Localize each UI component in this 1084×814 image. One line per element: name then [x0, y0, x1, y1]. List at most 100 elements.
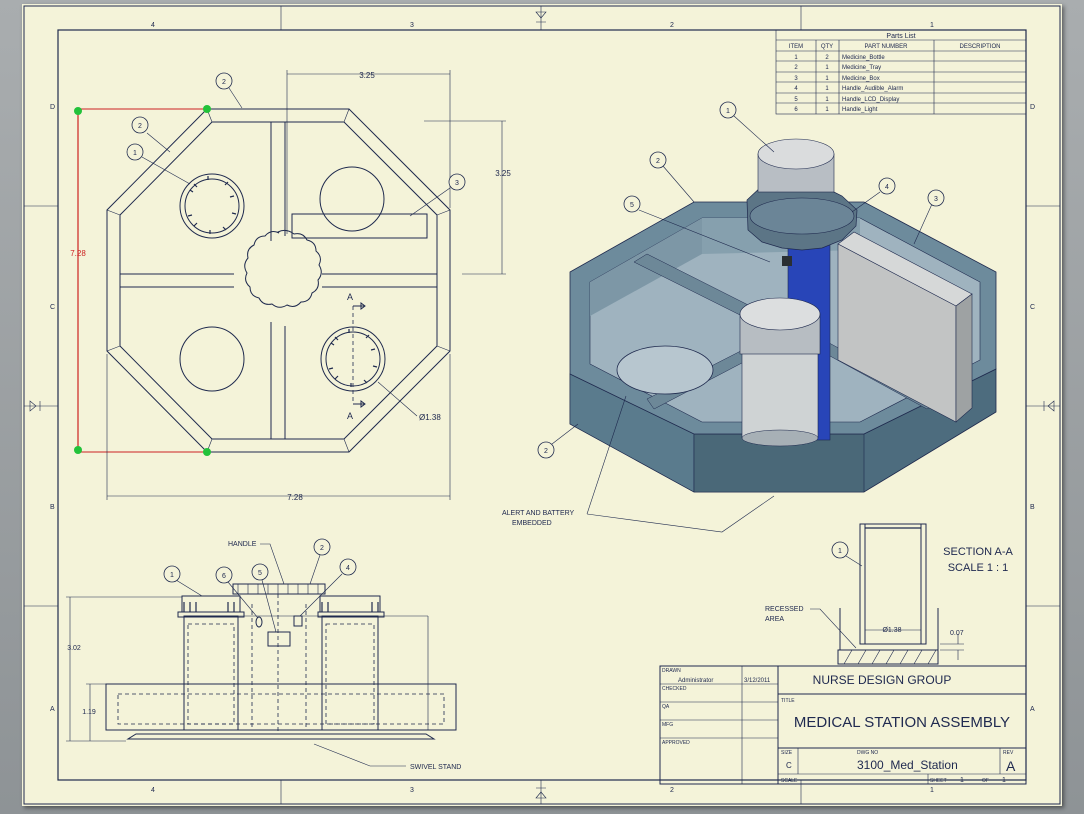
parts-row-2-part: Medicine_Tray	[842, 65, 881, 71]
svg-text:2: 2	[544, 448, 548, 455]
dim-diameter-top: Ø1.38	[419, 413, 441, 422]
balloon-top-2b: 2	[131, 116, 171, 153]
parts-list[interactable]: Parts List ITEM QTY PART NUMBER DESCRIPT…	[775, 29, 1027, 115]
balloon-front-5: 5	[251, 563, 277, 633]
section-recessed-line2: AREA	[765, 616, 784, 623]
zone-labels: 4 3 2 1 4 3 2 1 D C B A D C B A	[50, 22, 1035, 794]
parts-row-4-part: Handle_Audible_Alarm	[842, 86, 903, 92]
section-dim-depth: 0.07	[950, 630, 964, 637]
tb-title-label: TITLE	[781, 698, 795, 704]
parts-row-1-qty: 2	[825, 55, 829, 61]
tb-size: C	[786, 761, 792, 770]
note-alert-line2: EMBEDDED	[512, 520, 552, 527]
zone-row-d: D	[50, 104, 55, 111]
dim-top-325: 3.25	[359, 71, 375, 80]
front-view[interactable]: 3.02 1.19 HANDLE SWIVEL STAND 1 6 5 2	[66, 538, 461, 771]
parts-list-title: Parts List	[886, 33, 915, 40]
section-view[interactable]: SECTION A-A SCALE 1 : 1 Ø1.38 0.07 RECES…	[765, 523, 1013, 665]
parts-row-1-part: Medicine_Bottle	[842, 55, 885, 61]
parts-row-6-qty: 1	[825, 107, 829, 113]
svg-text:6: 6	[222, 573, 226, 580]
dim-base-119: 1.19	[82, 709, 96, 716]
balloon-front-2: 2	[309, 538, 331, 585]
svg-text:5: 5	[258, 570, 262, 577]
svg-text:2: 2	[138, 123, 142, 130]
zone-row-c: C	[50, 304, 55, 311]
grip-point[interactable]	[74, 107, 82, 115]
tb-mfg-label: MFG	[662, 722, 673, 728]
section-marker-top: A	[347, 292, 353, 302]
label-handle: HANDLE	[228, 541, 257, 548]
parts-row-5-item: 5	[794, 97, 798, 103]
note-alert-line1: ALERT AND BATTERY	[502, 510, 575, 517]
balloon-top-2a: 2	[215, 72, 243, 109]
balloon-iso-2a: 2	[649, 151, 695, 203]
svg-text:3: 3	[934, 196, 938, 203]
dim-bottom-728: 7.28	[287, 493, 303, 502]
zone-col-4-top: 4	[151, 22, 155, 29]
tb-rev-label: REV	[1003, 750, 1014, 756]
zone-col-3-top: 3	[410, 22, 414, 29]
tb-checked-label: CHECKED	[662, 686, 687, 692]
parts-row-5-qty: 1	[825, 97, 829, 103]
section-recessed-line1: RECESSED	[765, 606, 804, 613]
parts-list-header-part-number: PART NUMBER	[864, 44, 908, 50]
parts-row-6-part: Handle_Light	[842, 107, 878, 113]
parts-row-5-part: Handle_LCD_Display	[842, 97, 899, 103]
title-block[interactable]: DRAWN Administrator 3/12/2011 CHECKED QA…	[659, 665, 1027, 785]
balloon-iso-5: 5	[623, 195, 771, 263]
tb-company: NURSE DESIGN GROUP	[813, 673, 952, 687]
parts-row-2-item: 2	[794, 65, 798, 71]
svg-text:1: 1	[170, 572, 174, 579]
balloon-front-4: 4	[299, 558, 357, 617]
zone-col-4-bottom: 4	[151, 787, 155, 794]
parts-row-3-qty: 1	[825, 76, 829, 82]
parts-list-header-qty: QTY	[821, 44, 833, 50]
zone-row-a: A	[50, 706, 55, 713]
parts-row-3-item: 3	[794, 76, 798, 82]
top-view[interactable]: A A 3.25 3.25 7.28 7.28 Ø1.38 2	[70, 70, 511, 502]
drawing-sheet[interactable]: 4 3 2 1 4 3 2 1 D C B A D C B A Parts Li…	[22, 4, 1062, 806]
parts-row-2-qty: 1	[825, 65, 829, 71]
parts-row-6-item: 6	[794, 107, 798, 113]
zone-col-1-top: 1	[930, 22, 934, 29]
svg-text:4: 4	[346, 565, 350, 572]
section-marker-bottom: A	[347, 411, 353, 421]
balloon-iso-4: 4	[851, 177, 896, 213]
zone-col-1-bottom: 1	[930, 787, 934, 794]
section-title: SECTION A-A	[943, 546, 1013, 558]
balloon-top-3: 3	[409, 173, 466, 217]
balloon-section-1: 1	[831, 541, 863, 567]
outer-border	[23, 5, 1061, 805]
svg-text:5: 5	[630, 202, 634, 209]
tb-of-label: OF	[982, 778, 989, 784]
zone-ticks	[24, 6, 1060, 804]
zone-row-c-right: C	[1030, 304, 1035, 311]
iso-view[interactable]: 1 2 4 3 5 2 ALERT AND BATTERY	[502, 101, 997, 533]
section-scale: SCALE 1 : 1	[948, 562, 1009, 574]
drawing-canvas[interactable]: 4 3 2 1 4 3 2 1 D C B A D C B A Parts Li…	[22, 4, 1062, 806]
tb-sheet-label: SHEET	[930, 778, 947, 784]
tb-drawn-by: Administrator	[678, 678, 713, 684]
section-dim-diameter: Ø1.38	[882, 627, 901, 634]
dim-right-325: 3.25	[495, 169, 511, 178]
zone-col-2-bottom: 2	[670, 787, 674, 794]
zone-row-b: B	[50, 504, 55, 511]
dim-overall-302: 3.02	[67, 645, 81, 652]
inner-border	[57, 29, 1027, 781]
zone-col-3-bottom: 3	[410, 787, 414, 794]
balloon-front-6: 6	[215, 566, 259, 619]
tb-sheets: 1	[1002, 777, 1006, 784]
grip-point[interactable]	[203, 448, 211, 456]
grip-point[interactable]	[203, 105, 211, 113]
tb-drawn-label: DRAWN	[662, 668, 681, 674]
svg-text:1: 1	[726, 108, 730, 115]
zone-row-b-right: B	[1030, 504, 1035, 511]
parts-list-header-item: ITEM	[789, 44, 803, 50]
zone-row-a-right: A	[1030, 706, 1035, 713]
tb-title: MEDICAL STATION ASSEMBLY	[794, 714, 1010, 731]
parts-row-3-part: Medicine_Box	[842, 76, 880, 82]
grip-point[interactable]	[74, 446, 82, 454]
tb-dwg-label: DWG NO	[857, 750, 878, 756]
tb-sheet: 1	[960, 777, 964, 784]
